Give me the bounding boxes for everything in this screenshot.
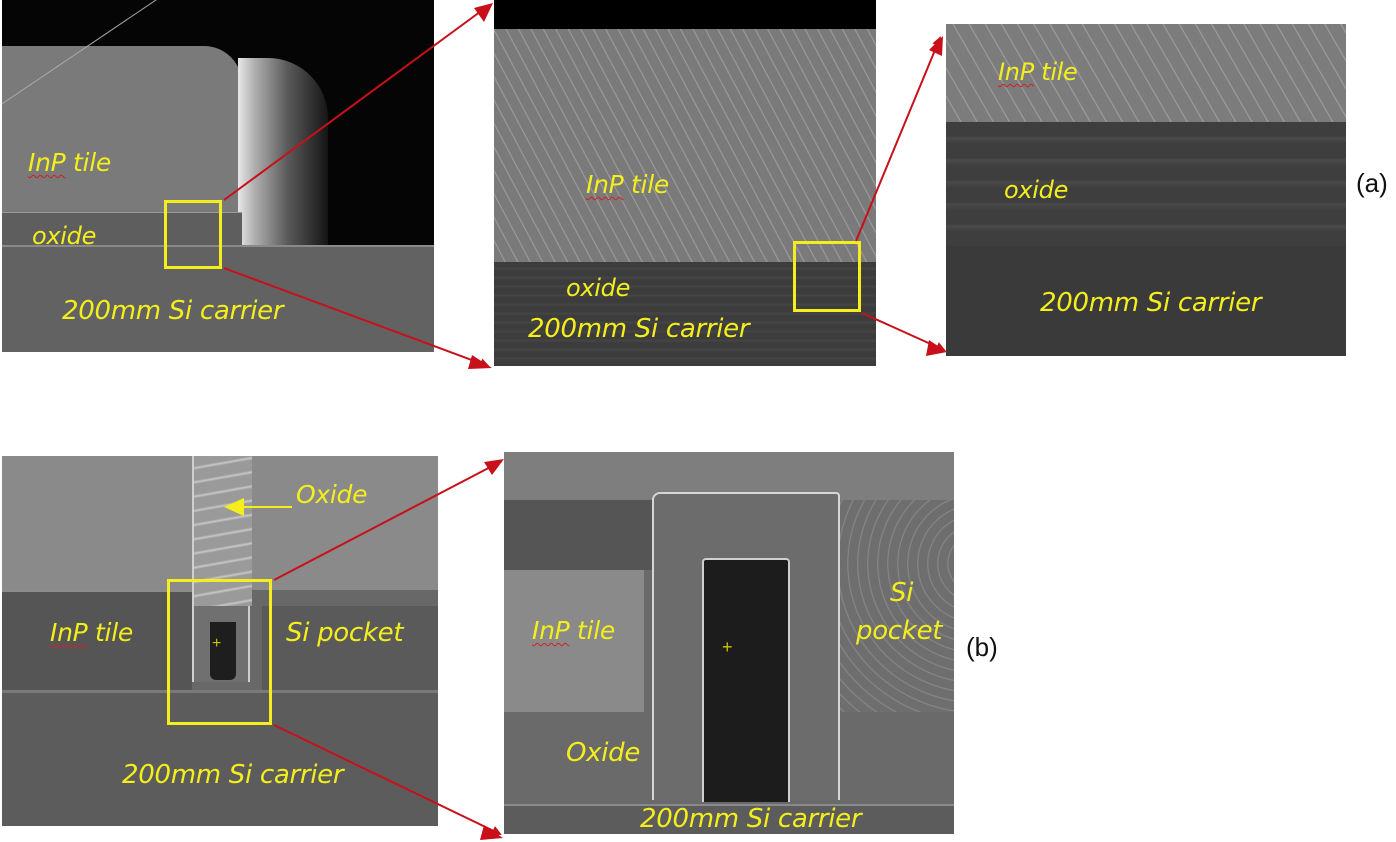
inp-tile-region	[504, 570, 644, 712]
label-si-carrier: 200mm Si carrier	[122, 760, 344, 790]
caption-b: (b)	[966, 632, 998, 662]
label-si-carrier: 200mm Si carrier	[1040, 288, 1262, 318]
si-carrier-region	[504, 804, 954, 834]
void-cavity	[702, 558, 790, 802]
inp-tile-region	[946, 24, 1346, 122]
label-inp-tile: InP tile	[50, 618, 133, 647]
label-oxide: Oxide	[566, 738, 641, 768]
zoom-region-box	[167, 579, 272, 725]
label-inp-tile: InP tile	[532, 616, 615, 645]
sem-panel-b2: + InP tile Si pocket Oxide 200mm Si carr…	[504, 452, 954, 834]
label-pocket: pocket	[856, 616, 943, 646]
zoom-region-box	[793, 241, 861, 312]
sem-panel-a2: InP tile oxide 200mm Si carrier	[494, 0, 876, 366]
label-si-carrier: 200mm Si carrier	[62, 296, 284, 326]
sem-panel-b1: + Oxide InP tile Si pocket 200mm Si carr…	[2, 456, 438, 826]
si-pocket-region	[840, 500, 954, 712]
label-oxide: Oxide	[296, 480, 368, 509]
label-si-carrier: 200mm Si carrier	[640, 804, 862, 834]
tile-sidewall-glow	[238, 58, 328, 246]
black-top-band	[494, 0, 876, 29]
sem-panel-a3: InP tile oxide 200mm Si carrier	[946, 24, 1346, 356]
label-inp-tile: InP tile	[28, 148, 111, 177]
label-inp-tile: InP tile	[998, 58, 1078, 86]
label-inp-tile: InP tile	[586, 170, 669, 199]
crosshair-icon: +	[212, 635, 222, 652]
void-cavity	[210, 622, 236, 680]
si-carrier-region	[946, 246, 1346, 356]
inp-tile-region	[2, 590, 192, 692]
label-oxide: oxide	[566, 274, 631, 302]
crosshair-icon: +	[722, 637, 733, 657]
label-si: Si	[890, 578, 914, 608]
oxide-layer	[946, 122, 1346, 246]
label-si-carrier: 200mm Si carrier	[528, 314, 750, 344]
sem-panel-a1: InP tile oxide 200mm Si carrier	[2, 0, 434, 352]
oxide-layer	[2, 212, 242, 246]
inp-top-band	[504, 500, 652, 570]
si-pocket-region	[262, 606, 438, 690]
zoom-region-box	[164, 200, 222, 269]
label-oxide: oxide	[1004, 176, 1069, 204]
caption-a: (a)	[1356, 168, 1388, 198]
label-oxide: oxide	[32, 222, 97, 250]
inp-tile-region	[494, 29, 876, 262]
oxide-layer	[494, 262, 876, 366]
label-si-pocket: Si pocket	[286, 618, 404, 648]
